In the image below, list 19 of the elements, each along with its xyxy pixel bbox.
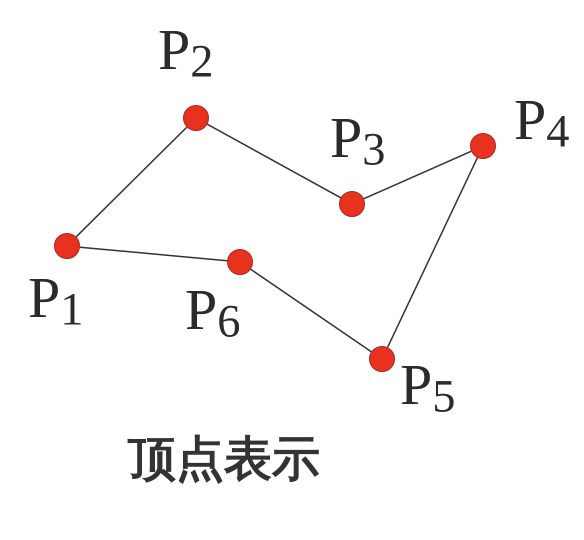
vertex-label: P$_{3}$ (330, 109, 386, 174)
caption: 顶点表示 (128, 435, 320, 483)
vertex-label: P$_{6}$ (185, 281, 240, 346)
vertex-dot (54, 233, 80, 259)
vertex-label: P$_{2}$ (158, 21, 214, 86)
vertex-label: P$_{5}$ (400, 356, 456, 422)
vertex-dot (227, 249, 253, 275)
vertex-dot (470, 133, 496, 159)
edge-line (364, 150, 472, 200)
vertex-label: P$_{4}$ (514, 91, 570, 156)
vertex-dot (183, 105, 209, 131)
edge-line (76, 126, 188, 238)
edge-line (250, 268, 372, 352)
vertex-dot (369, 346, 395, 372)
edge-line (80, 246, 228, 262)
vertex-label: P$_{1}$ (28, 269, 84, 334)
edge-line (386, 157, 478, 348)
vertex-dot (339, 191, 365, 217)
edge-line (207, 124, 341, 198)
